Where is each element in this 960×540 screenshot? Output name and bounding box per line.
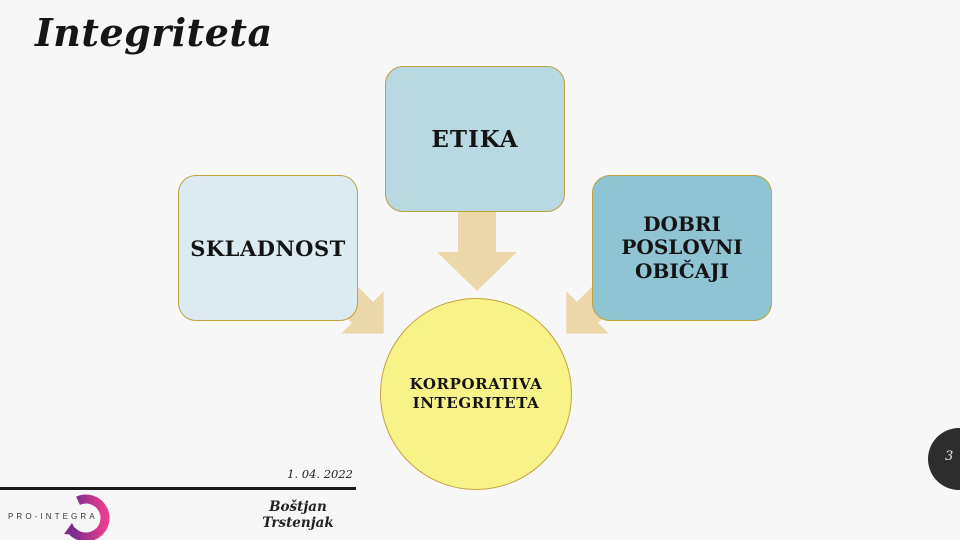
circle-label-line2: INTEGRITETA xyxy=(412,394,540,412)
slide-title: Integriteta xyxy=(35,10,273,55)
box-etika-label: ETIKA xyxy=(431,125,519,153)
box-dobri-label: DOBRI POSLOVNI OBIČAJI xyxy=(621,211,743,283)
box-skladnost: SKLADNOST xyxy=(178,175,358,321)
slide-author: Boštjan Trstenjak xyxy=(262,499,334,531)
footer-divider-line xyxy=(0,487,356,490)
box-etika: ETIKA xyxy=(385,66,565,212)
logo-text: PRO-INTEGRA xyxy=(8,512,98,521)
page-number: 3 xyxy=(945,449,954,464)
box-dobri: DOBRI POSLOVNI OBIČAJI xyxy=(592,175,772,321)
arrow-etika-to-circle xyxy=(437,211,517,291)
pro-integra-logo: PRO-INTEGRA xyxy=(6,490,116,540)
slide-date: 1. 04. 2022 xyxy=(287,467,353,481)
box-skladnost-label: SKLADNOST xyxy=(190,235,346,261)
logo-swirl-icon xyxy=(64,494,110,540)
circle-label-line1: KORPORATIVA xyxy=(409,375,543,394)
circle-korporativa-integriteta: KORPORATIVA INTEGRITETA xyxy=(380,298,572,490)
